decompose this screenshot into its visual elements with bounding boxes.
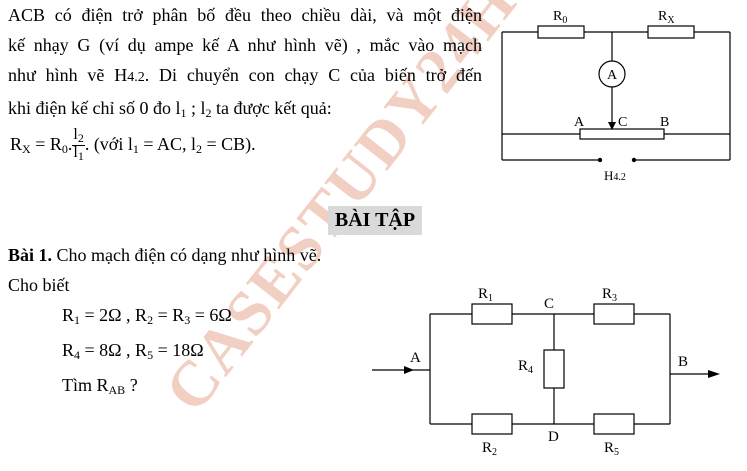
- find-line: Tìm RAB ?: [62, 375, 138, 397]
- label-node-b: B: [678, 354, 688, 370]
- section-heading: BÀI TẬP: [328, 206, 422, 235]
- label-a-fig1: A: [574, 115, 585, 130]
- label-r3: R3: [602, 286, 617, 304]
- resistor-r3: [593, 303, 635, 325]
- label-b-fig1: B: [660, 115, 669, 130]
- intro-line-1: ACB có điện trở phân bố đều theo chiều d…: [8, 5, 482, 25]
- exercise-1: Bài 1. Cho mạch điện có dạng như hình vẽ…: [8, 240, 321, 405]
- given-line-2: R4 = 8Ω , R5 = 18Ω: [62, 340, 204, 362]
- resistor-r1: [471, 303, 513, 325]
- intro-line-3: như hình vẽ H4.2. Di chuyển con chạy C c…: [8, 65, 482, 85]
- label-c-fig1: C: [618, 115, 627, 130]
- resistor-rx: [647, 25, 695, 39]
- label-rx: RX: [658, 9, 675, 26]
- label-node-c: C: [544, 296, 554, 312]
- resistor-r4: [543, 349, 565, 389]
- intro-paragraph: ACB có điện trở phân bố đều theo chiều d…: [8, 0, 482, 128]
- label-node-d: D: [548, 429, 559, 445]
- intro-line-4: khi điện kế chỉ số 0 đo l1 ; l2 ta được …: [8, 98, 332, 120]
- resistor-r5: [593, 413, 635, 435]
- circuit-figure-h42: R0 RX A A C B H4.2: [501, 9, 731, 183]
- label-r1: R1: [478, 286, 493, 304]
- rheostat-acb: [579, 128, 665, 140]
- exercise-title: Bài 1. Cho mạch điện có dạng như hình vẽ…: [8, 245, 322, 265]
- label-r4: R4: [518, 358, 533, 376]
- exercise-given: Cho biết: [8, 275, 70, 295]
- label-r5: R5: [604, 440, 619, 458]
- label-r0: R0: [553, 9, 567, 26]
- label-node-a: A: [410, 350, 421, 366]
- given-line-1: R1 = 2Ω , R2 = R3 = 6Ω: [62, 305, 232, 327]
- circuit-figure-bai1: R1 R3 C R4 A B D R2 R5: [372, 286, 720, 458]
- resistor-r2: [471, 413, 513, 435]
- label-r2: R2: [482, 440, 497, 458]
- ammeter-label: A: [607, 68, 618, 83]
- figure-caption-h42: H4.2: [604, 168, 626, 183]
- intro-line-2: kế nhạy G (ví dụ ampe kế A như hình vẽ) …: [8, 35, 482, 55]
- resistor-r0: [537, 25, 585, 39]
